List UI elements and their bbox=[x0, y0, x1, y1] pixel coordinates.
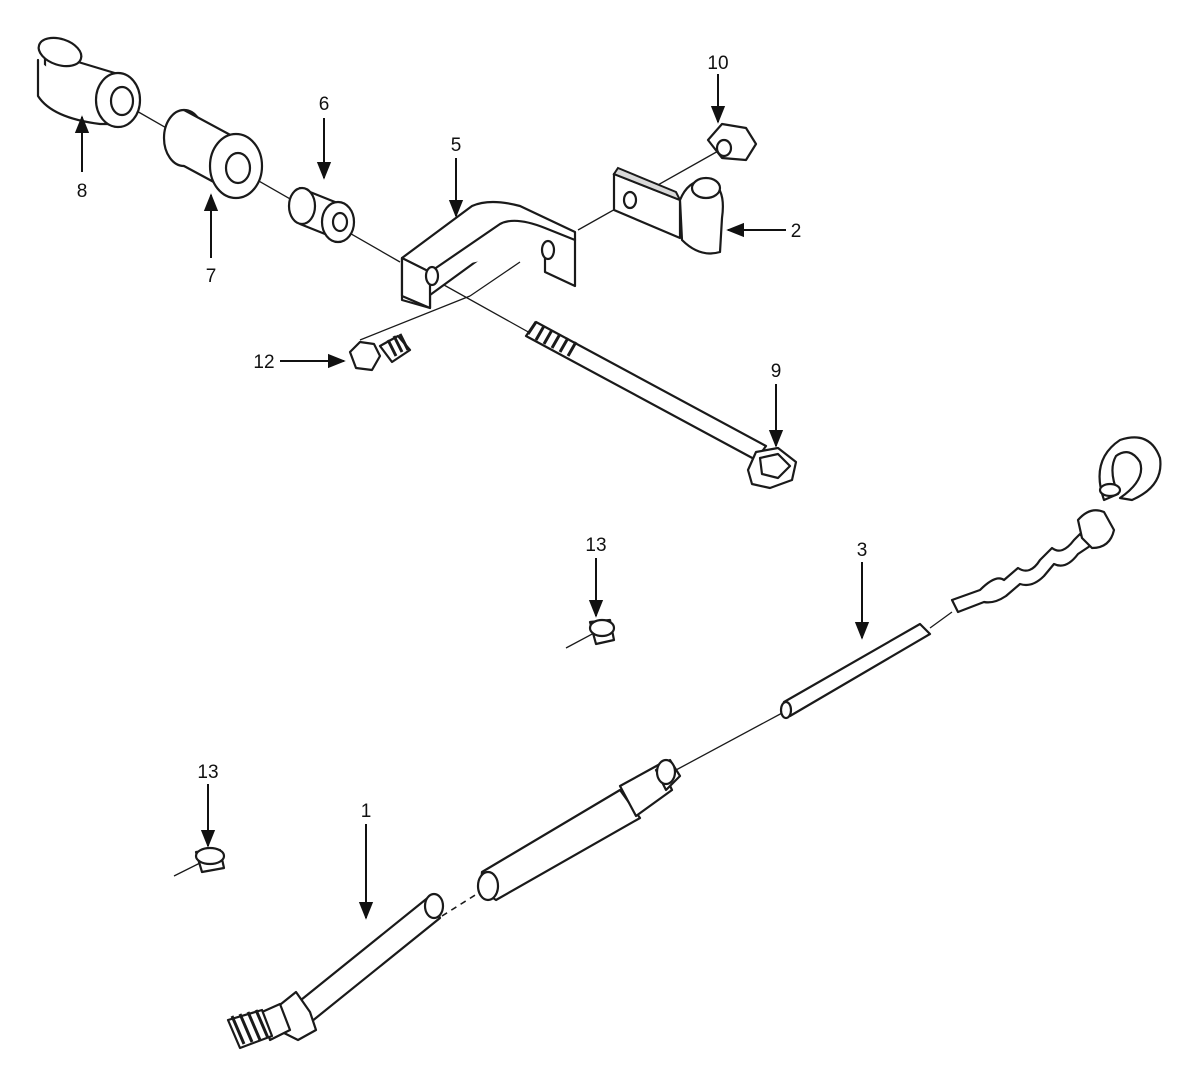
callout-1: 1 bbox=[361, 801, 372, 822]
part-3-rod bbox=[675, 436, 1162, 771]
part-6-spacer bbox=[287, 186, 356, 244]
callout-12: 12 bbox=[253, 352, 274, 373]
callout-13-lower: 13 bbox=[197, 762, 218, 783]
part-5-bracket bbox=[400, 200, 577, 310]
callout-10: 10 bbox=[707, 53, 728, 74]
callout-9: 9 bbox=[771, 361, 782, 382]
part-1-shaft bbox=[226, 758, 682, 1050]
part-7-flanged-bushing bbox=[162, 108, 264, 200]
callout-5: 5 bbox=[451, 135, 462, 156]
callout-arrows bbox=[74, 74, 870, 920]
part-2-clamp bbox=[612, 166, 724, 255]
callout-3: 3 bbox=[857, 540, 868, 561]
part-8-sleeve bbox=[36, 36, 142, 129]
part-13-lower-bushing bbox=[173, 846, 226, 877]
callout-2: 2 bbox=[791, 221, 802, 242]
part-13-upper-bushing bbox=[565, 618, 616, 649]
part-12-bolt bbox=[348, 333, 412, 372]
part-9-long-bolt bbox=[524, 320, 798, 490]
part-10-flange-nut bbox=[706, 122, 758, 162]
callout-7: 7 bbox=[206, 266, 217, 287]
callout-8: 8 bbox=[77, 181, 88, 202]
callout-13-upper: 13 bbox=[585, 535, 606, 556]
callout-6: 6 bbox=[319, 94, 330, 115]
